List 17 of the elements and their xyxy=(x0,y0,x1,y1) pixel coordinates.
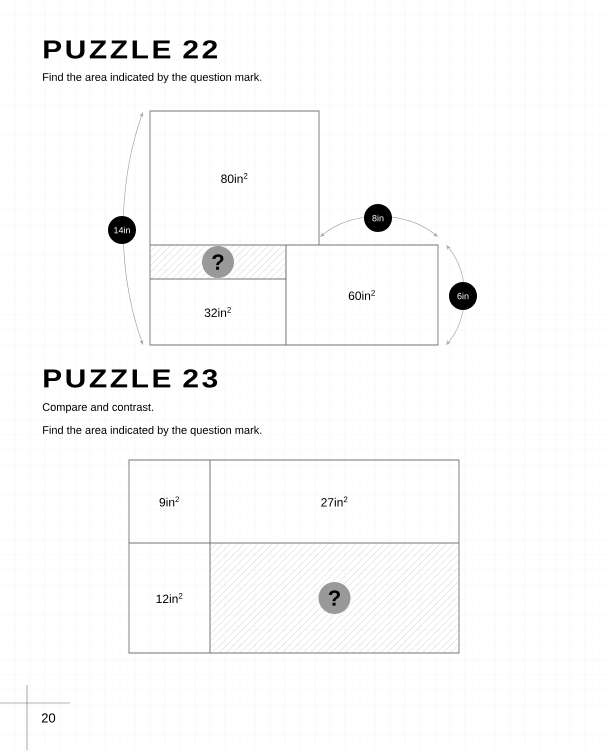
hatched-region: ? xyxy=(210,542,460,654)
dimension-label: 6in xyxy=(449,282,477,310)
area-region: 32in$^{2}$ xyxy=(150,278,286,346)
instruction-text: Compare and contrast. xyxy=(42,402,154,414)
area-region: 27in$^{2}$ xyxy=(210,460,460,544)
dimension-label: 14in xyxy=(108,216,136,244)
puzzle-title: PUZZLE 23 xyxy=(44,369,218,388)
instruction-text: Find the area indicated by the question mark. xyxy=(43,426,262,436)
dimension-label: 8in xyxy=(364,204,392,232)
hatched-region: ? xyxy=(150,244,286,280)
page-number: 20 xyxy=(42,713,56,723)
area-region: 9in$^{2}$ xyxy=(128,460,210,544)
area-region: 60in$^{2}$ xyxy=(286,244,438,346)
puzzle-title: PUZZLE 22 xyxy=(44,40,218,59)
area-region: 80in$^{2}$ xyxy=(150,110,320,246)
area-region: 12in$^{2}$ xyxy=(128,542,210,654)
instruction-text: Find the area indicated by the question mark. xyxy=(43,72,262,84)
